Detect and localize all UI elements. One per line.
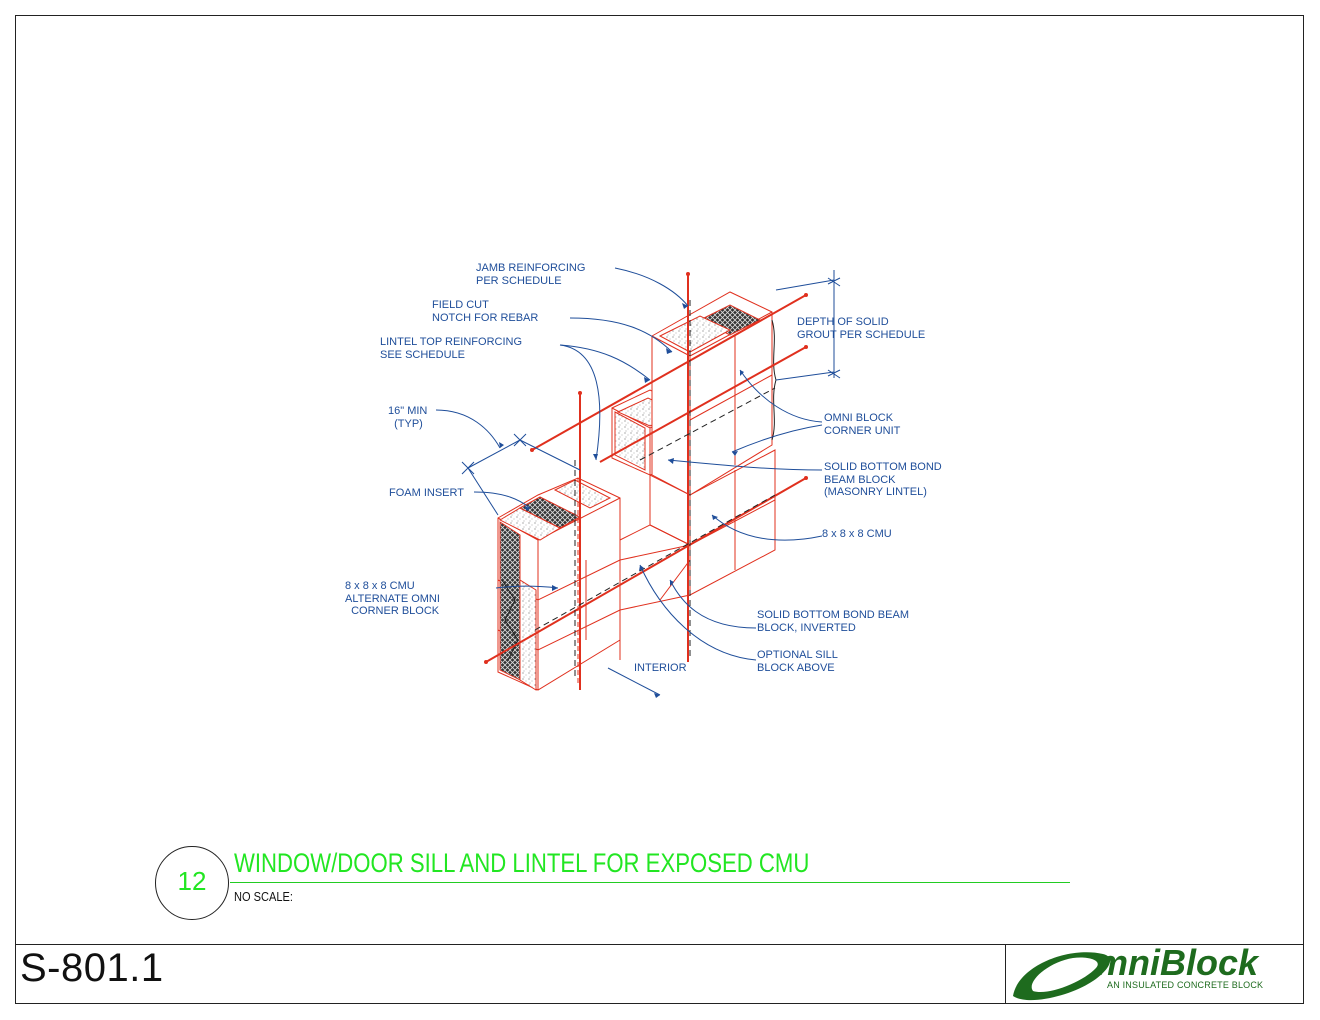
logo-frame bbox=[1005, 944, 1304, 1004]
callout-solid-inverted: SOLID BOTTOM BOND BEAM BLOCK, INVERTED bbox=[757, 609, 909, 634]
detail-title-underline bbox=[230, 882, 1070, 883]
callout-field-cut: FIELD CUT NOTCH FOR REBAR bbox=[432, 299, 539, 324]
callout-cmu-888: 8 x 8 x 8 CMU bbox=[822, 528, 892, 540]
callout-jamb-reinforcing: JAMB REINFORCING PER SCHEDULE bbox=[476, 262, 586, 287]
callout-solid-bottom: SOLID BOTTOM BOND BEAM BLOCK (MASONRY LI… bbox=[824, 461, 942, 498]
title-block-bar bbox=[15, 944, 1304, 1004]
leader-lines bbox=[435, 267, 823, 696]
omniblock-logo-swoosh bbox=[1013, 952, 1111, 1001]
callout-interior: INTERIOR bbox=[634, 662, 687, 674]
callout-foam-insert: FOAM INSERT bbox=[389, 487, 464, 499]
callout-cmu-alternate: 8 x 8 x 8 CMU ALTERNATE OMNI CORNER BLOC… bbox=[345, 580, 440, 617]
callout-depth-grout: DEPTH OF SOLID GROUT PER SCHEDULE bbox=[797, 316, 926, 341]
omniblock-logo-tagline: AN INSULATED CONCRETE BLOCK bbox=[1107, 980, 1264, 990]
rebar-dashed bbox=[534, 300, 776, 680]
upper-corner-unit bbox=[651, 291, 777, 496]
callout-optional-sill: OPTIONAL SILL BLOCK ABOVE bbox=[757, 649, 838, 674]
sheet-number: S-801.1 bbox=[20, 946, 164, 990]
detail-scale: NO SCALE: bbox=[234, 889, 293, 904]
callout-omni-corner: OMNI BLOCK CORNER UNIT bbox=[824, 412, 901, 437]
drawing-border bbox=[15, 15, 1304, 1004]
detail-number: 12 bbox=[177, 866, 207, 896]
detail-number-circle bbox=[155, 846, 229, 920]
omniblock-logo-wordmark: mniBlock bbox=[1096, 942, 1259, 983]
dimension-lines bbox=[461, 270, 841, 516]
rebar-ends bbox=[484, 272, 808, 664]
detail-title: WINDOW/DOOR SILL AND LINTEL FOR EXPOSED … bbox=[234, 848, 810, 878]
lower-left-corner-column bbox=[497, 477, 621, 691]
callout-16-min: 16" MIN (TYP) bbox=[388, 405, 428, 430]
callout-lintel-top: LINTEL TOP REINFORCING SEE SCHEDULE bbox=[380, 336, 523, 361]
rebar-lines bbox=[485, 274, 807, 690]
leader-arrowheads bbox=[499, 303, 744, 698]
